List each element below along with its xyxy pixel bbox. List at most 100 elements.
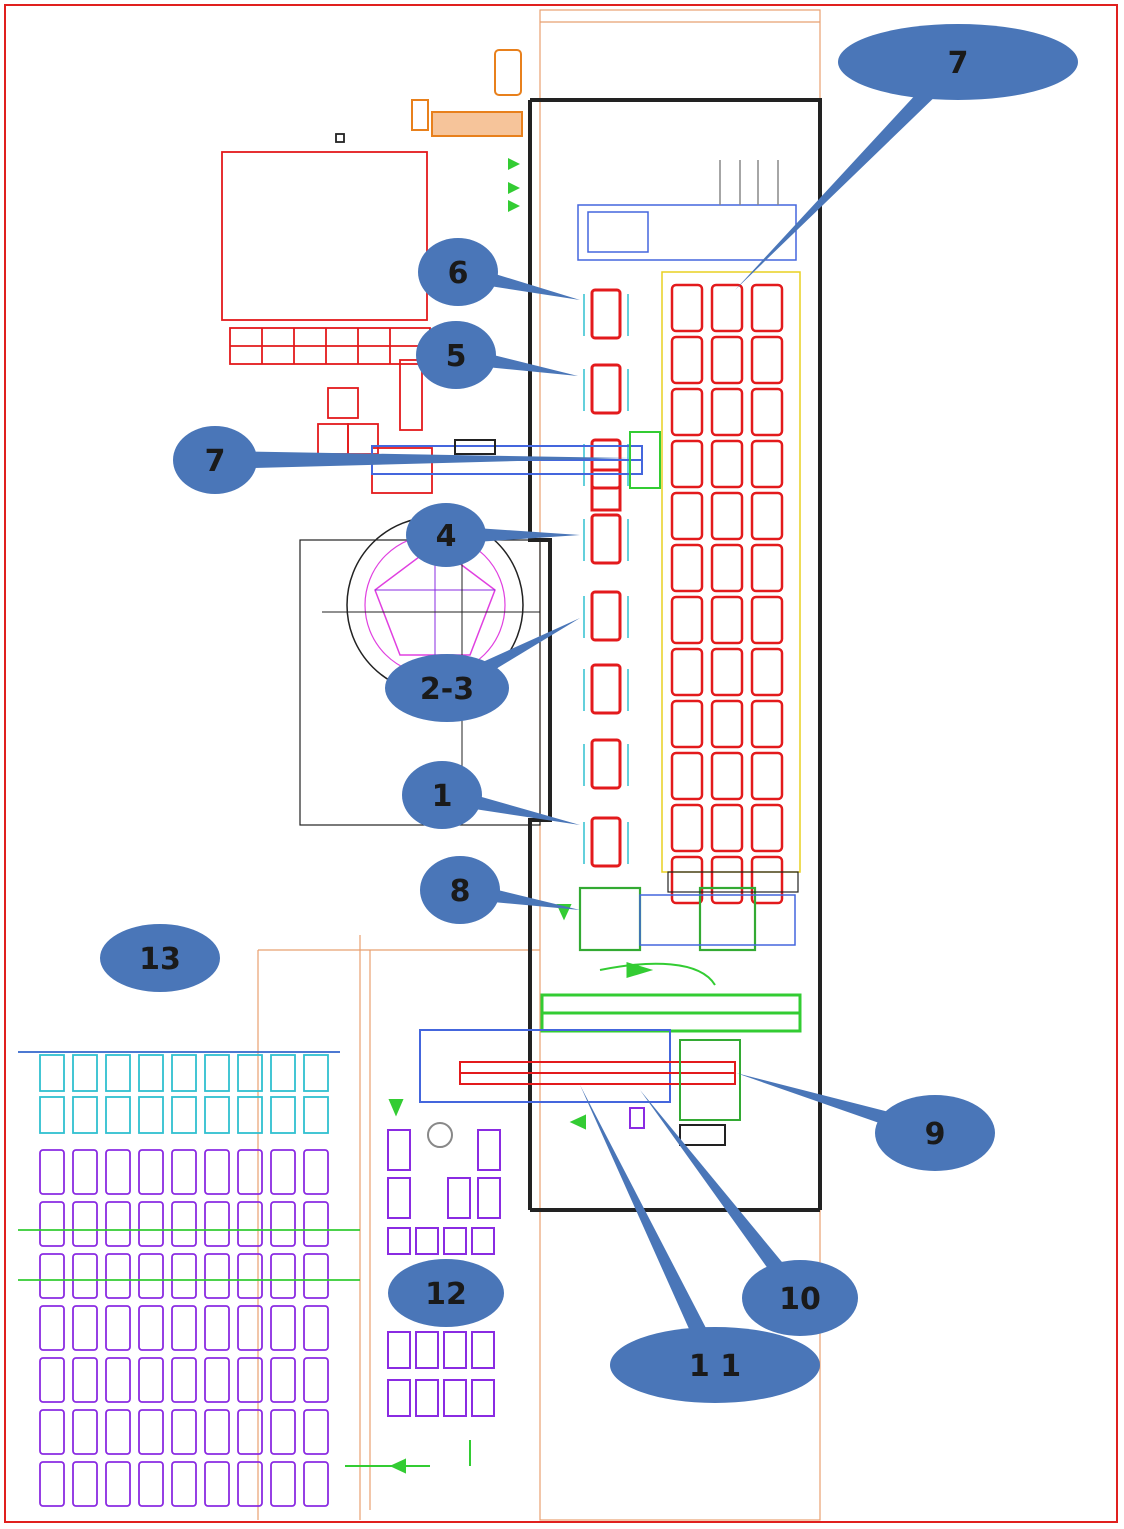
storage-cell-cyan bbox=[270, 1096, 296, 1134]
storage-cell-cyan bbox=[303, 1054, 329, 1092]
storage-cell bbox=[72, 1409, 98, 1455]
green-transfer bbox=[540, 961, 802, 1033]
storage-cell bbox=[443, 1227, 467, 1255]
callout-c5: 5 bbox=[416, 321, 578, 389]
storage-cell bbox=[471, 1227, 495, 1255]
storage-cell bbox=[237, 1253, 263, 1299]
callout-c13: 13 bbox=[100, 924, 220, 992]
storage-cell bbox=[204, 1149, 230, 1195]
callout-bubble-icon bbox=[420, 856, 500, 924]
conveyor-unit bbox=[590, 663, 622, 715]
storage-cell bbox=[387, 1177, 411, 1219]
upper-machine bbox=[577, 160, 797, 261]
storage-conveyor-unit bbox=[670, 335, 704, 385]
callout-bubble-icon bbox=[875, 1095, 995, 1171]
storage-cell bbox=[138, 1409, 164, 1455]
callout-c12: 12 bbox=[388, 1259, 504, 1327]
storage-cell bbox=[72, 1201, 98, 1247]
storage-conveyor-unit bbox=[670, 491, 704, 541]
callout-c4: 4 bbox=[406, 503, 580, 567]
storage-cell bbox=[303, 1305, 329, 1351]
left-storage-grid bbox=[18, 1051, 360, 1507]
callout-bubble-icon bbox=[742, 1260, 858, 1336]
storage-conveyor-unit bbox=[750, 595, 784, 645]
storage-conveyor-unit bbox=[710, 335, 744, 385]
storage-cell bbox=[105, 1305, 131, 1351]
storage-cell bbox=[39, 1253, 65, 1299]
callout-label: 8 bbox=[450, 874, 471, 909]
storage-cell bbox=[204, 1461, 230, 1507]
conveyor-unit bbox=[590, 590, 622, 642]
callout-bubble-icon bbox=[385, 654, 509, 722]
storage-cell bbox=[171, 1357, 197, 1403]
main-conveyor-line bbox=[590, 288, 622, 868]
storage-cell bbox=[415, 1227, 439, 1255]
storage-cell bbox=[204, 1409, 230, 1455]
storage-cell-cyan bbox=[138, 1096, 164, 1134]
conveyor-unit bbox=[590, 468, 622, 512]
center-storage-grid bbox=[387, 1129, 501, 1417]
storage-cell bbox=[105, 1357, 131, 1403]
storage-cell bbox=[270, 1409, 296, 1455]
storage-conveyor-unit bbox=[710, 751, 744, 801]
storage-cell bbox=[171, 1149, 197, 1195]
storage-cell bbox=[415, 1331, 439, 1369]
storage-cell bbox=[415, 1379, 439, 1417]
callout-label: 2-3 bbox=[420, 672, 474, 707]
callout-bubble-icon bbox=[838, 24, 1078, 100]
storage-cell bbox=[387, 1129, 411, 1171]
storage-cell-cyan bbox=[138, 1054, 164, 1092]
callout-label: 9 bbox=[925, 1117, 946, 1152]
storage-cell bbox=[270, 1149, 296, 1195]
callout-label: 5 bbox=[446, 339, 467, 374]
conveyor-unit bbox=[590, 363, 622, 415]
storage-cell bbox=[138, 1305, 164, 1351]
callout-leader bbox=[735, 55, 965, 291]
storage-cell bbox=[138, 1253, 164, 1299]
storage-conveyor-unit bbox=[670, 543, 704, 593]
storage-cell bbox=[477, 1177, 501, 1219]
storage-cell bbox=[105, 1149, 131, 1195]
callout-c7-top: 7 bbox=[735, 24, 1078, 291]
storage-cell bbox=[237, 1149, 263, 1195]
storage-cell bbox=[138, 1149, 164, 1195]
storage-cell bbox=[171, 1461, 197, 1507]
storage-cell bbox=[237, 1201, 263, 1247]
storage-cell bbox=[171, 1253, 197, 1299]
storage-conveyor-unit bbox=[670, 647, 704, 697]
callout-bubble-icon bbox=[418, 238, 498, 306]
callout-c11: 1 1 bbox=[580, 1085, 820, 1403]
storage-cell bbox=[447, 1177, 471, 1219]
callout-c8: 8 bbox=[420, 856, 580, 924]
storage-cell-cyan bbox=[204, 1054, 230, 1092]
storage-conveyor-unit bbox=[670, 699, 704, 749]
storage-cell-cyan bbox=[171, 1096, 197, 1134]
storage-cell bbox=[105, 1409, 131, 1455]
callout-leader bbox=[580, 1085, 724, 1369]
storage-cell-cyan bbox=[237, 1096, 263, 1134]
storage-cell bbox=[471, 1379, 495, 1417]
storage-cell bbox=[138, 1357, 164, 1403]
building-walls bbox=[528, 98, 822, 1212]
storage-cell bbox=[39, 1357, 65, 1403]
callout-label: 1 bbox=[432, 779, 453, 814]
storage-cell bbox=[477, 1129, 501, 1171]
callout-bubble-icon bbox=[173, 426, 257, 494]
storage-cell bbox=[138, 1461, 164, 1507]
storage-cell-cyan bbox=[39, 1054, 65, 1092]
storage-cell bbox=[171, 1305, 197, 1351]
red-building bbox=[221, 133, 433, 494]
callout-label: 6 bbox=[448, 256, 469, 291]
storage-cell bbox=[237, 1357, 263, 1403]
callout-label: 7 bbox=[205, 444, 226, 479]
storage-conveyor-unit bbox=[710, 387, 744, 437]
storage-cell bbox=[171, 1201, 197, 1247]
storage-cell bbox=[443, 1379, 467, 1417]
storage-cell-cyan bbox=[237, 1054, 263, 1092]
callout-label: 4 bbox=[436, 519, 457, 554]
storage-cell bbox=[471, 1331, 495, 1369]
storage-conveyor-unit bbox=[750, 855, 784, 905]
storage-conveyor-unit bbox=[710, 595, 744, 645]
